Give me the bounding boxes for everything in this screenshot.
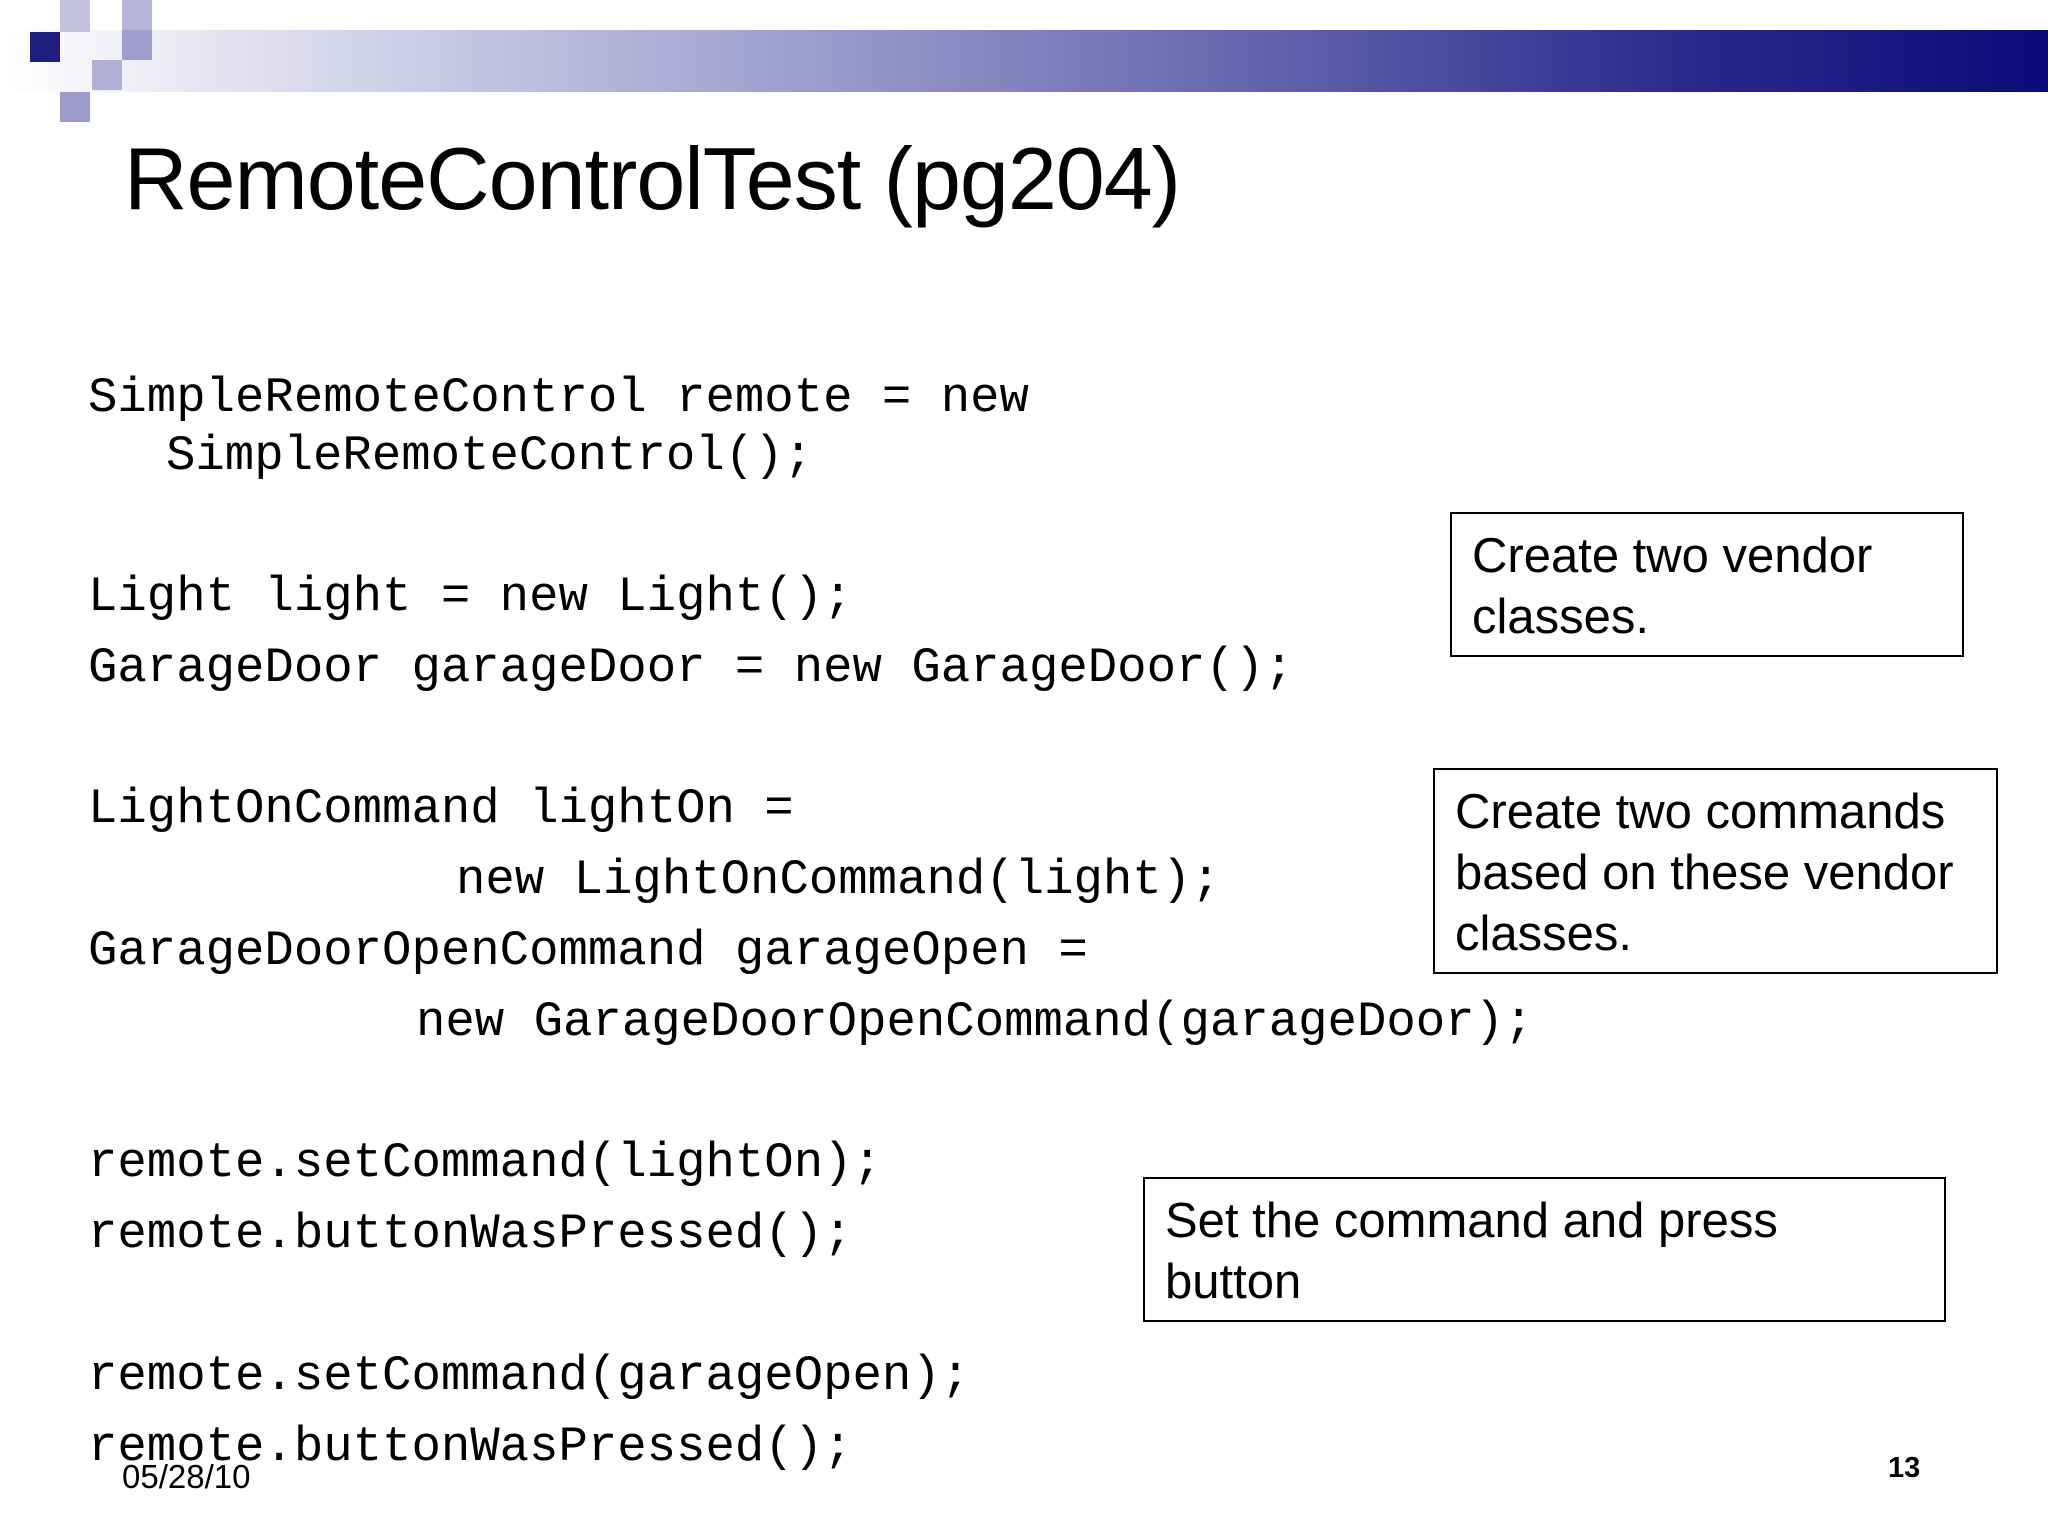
decorative-square [122,30,152,60]
code-line: Light light = new Light(); [88,569,853,625]
code-line: new GarageDoorOpenCommand(garageDoor); [416,994,1534,1050]
code-line: GarageDoor garageDoor = new GarageDoor()… [88,640,1294,696]
page-number: 13 [1888,1452,1921,1484]
code-line: remote.buttonWasPressed(); [88,1206,853,1262]
slide-title: RemoteControlTest (pg204) [124,129,1181,228]
decorative-square [92,60,122,90]
code-line: LightOnCommand lightOn = [88,781,794,837]
callout-set-command: Set the command and press button [1143,1177,1946,1322]
callout-vendor-classes: Create two vendor classes. [1450,512,1964,657]
code-line: remote.buttonWasPressed(); [88,1419,853,1475]
code-line: new LightOnCommand(light); [456,852,1221,908]
callout-create-commands: Create two commands based on these vendo… [1433,768,1998,974]
code-line: GarageDoorOpenCommand garageOpen = [88,923,1088,979]
code-line: SimpleRemoteControl(); [166,428,813,484]
code-line: remote.setCommand(lightOn); [88,1135,882,1191]
decorative-square [60,0,90,32]
decorative-square [122,0,152,30]
code-line: remote.setCommand(garageOpen); [88,1348,971,1404]
accent-square [30,32,60,62]
code-line: SimpleRemoteControl remote = new [88,370,1029,426]
decorative-square [60,92,90,122]
footer-date: 05/28/10 [122,1458,251,1495]
header-gradient-bar [0,30,2048,92]
